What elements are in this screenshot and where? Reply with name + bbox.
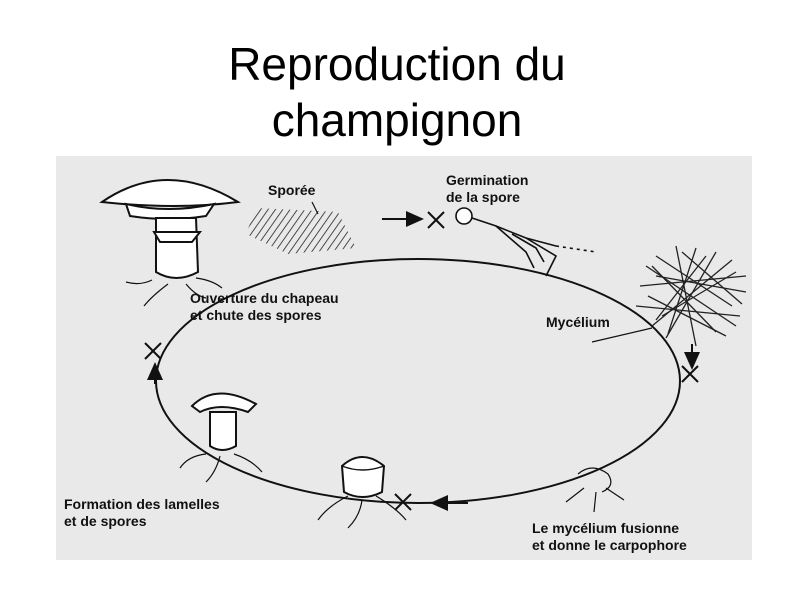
cross-mark-left	[144, 342, 162, 360]
emerging-knot	[565, 467, 625, 513]
label-germination: Germination de la spore	[446, 172, 528, 206]
spore-print	[246, 208, 356, 254]
label-formation-line2: et de spores	[64, 513, 147, 529]
young-mushroom	[179, 392, 263, 483]
label-sporee: Sporée	[268, 182, 316, 198]
germinating-spore	[455, 207, 597, 277]
label-formation-line1: Formation des lamelles	[64, 496, 220, 512]
mycelium-tangle	[635, 245, 747, 347]
primordium	[317, 456, 407, 529]
label-ouverture: Ouverture du chapeau et chute des spores	[190, 290, 339, 324]
label-formation: Formation des lamelles et de spores	[64, 496, 220, 530]
life-cycle-diagram: Sporée Germination de la spore Mycélium …	[56, 156, 752, 560]
label-germination-line1: Germination	[446, 172, 529, 188]
label-fusion: Le mycélium fusionne et donne le carpoph…	[532, 520, 687, 554]
cross-mark-mycelium	[681, 365, 699, 383]
cross-mark-germination	[427, 211, 445, 229]
label-ouverture-line2: et chute des spores	[190, 307, 322, 323]
diagram-drawing	[99, 179, 747, 529]
title-line-1: Reproduction du	[228, 38, 566, 90]
label-mycelium: Mycélium	[546, 314, 610, 330]
label-ouverture-line1: Ouverture du chapeau	[190, 290, 339, 306]
mature-mushroom	[99, 179, 241, 307]
title-line-2: champignon	[271, 94, 523, 146]
cross-mark-carpophore	[394, 493, 412, 511]
label-germination-line2: de la spore	[446, 189, 520, 205]
label-fusion-line1: Le mycélium fusionne	[532, 520, 680, 536]
slide-title: Reproduction du champignon	[0, 36, 794, 148]
label-fusion-line2: et donne le carpophore	[532, 537, 687, 553]
